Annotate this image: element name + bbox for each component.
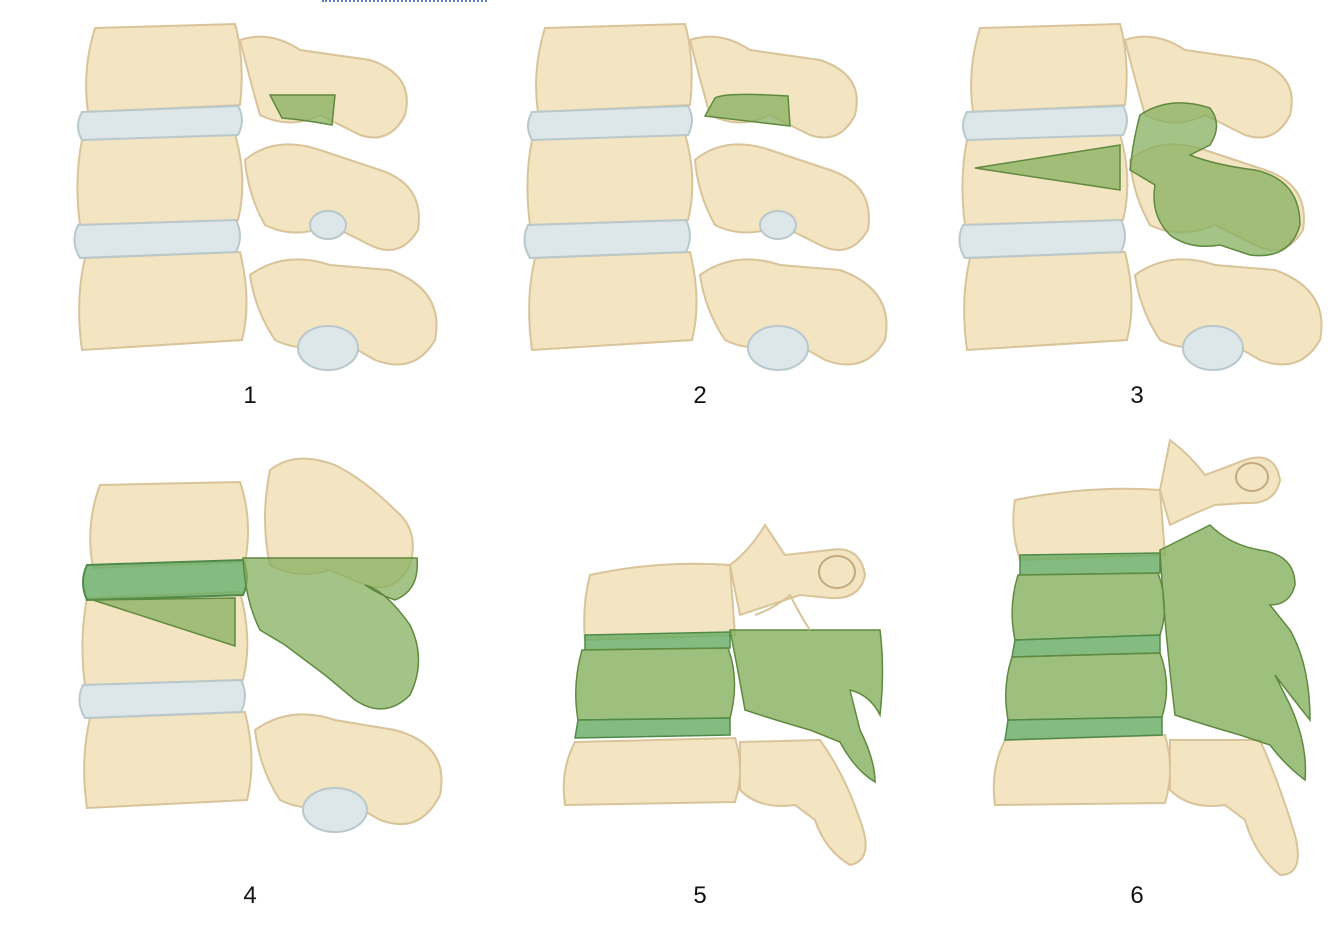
spine-illustration-3 <box>958 22 1323 371</box>
resection-disc-4 <box>82 558 248 602</box>
resection-posterior-5 <box>729 629 884 784</box>
resection-body-6a <box>1011 572 1166 641</box>
panel-label-1: 1 <box>243 382 257 409</box>
spine-illustration-6 <box>992 438 1311 877</box>
resection-body-6b <box>1005 652 1168 721</box>
panel-6 <box>990 435 1330 885</box>
panel-2 <box>520 20 900 380</box>
panel-3 <box>955 20 1333 380</box>
resection-zone-1 <box>268 94 336 126</box>
spine-illustration-2 <box>523 22 888 371</box>
dotted-guide-line <box>322 0 487 4</box>
resection-wedge-4 <box>92 597 236 648</box>
resection-zone-2 <box>703 93 791 127</box>
panel-label-3: 3 <box>1130 382 1144 409</box>
resection-body-5 <box>575 647 736 721</box>
spine-illustration-1 <box>73 22 438 371</box>
resection-posterior-4 <box>242 557 420 710</box>
panel-5 <box>560 520 900 880</box>
panel-label-4: 4 <box>243 882 257 909</box>
spine-illustration-4 <box>78 457 443 833</box>
panel-label-6: 6 <box>1130 882 1144 909</box>
panel-1 <box>70 20 450 380</box>
panel-label-2: 2 <box>693 382 707 409</box>
panel-label-5: 5 <box>693 882 707 909</box>
resection-posterior-3 <box>1129 102 1301 257</box>
panel-4 <box>75 450 455 840</box>
resection-wedge-3 <box>974 144 1121 191</box>
resection-posterior-6 <box>1159 524 1311 782</box>
spine-illustration-5 <box>562 523 884 867</box>
